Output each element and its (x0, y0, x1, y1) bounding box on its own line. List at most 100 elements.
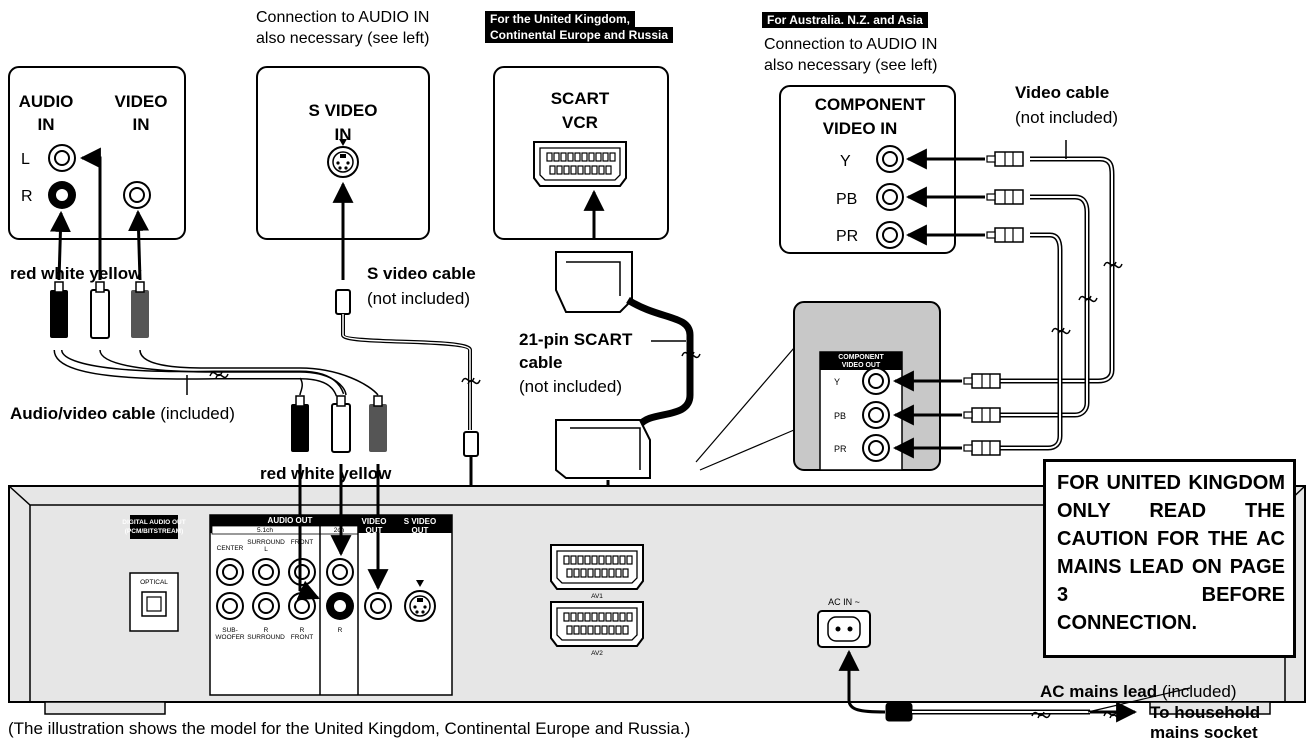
tv-component-label-2: VIDEO IN (823, 119, 898, 138)
lower-red-plug (291, 395, 309, 452)
center-label: CENTER (217, 545, 244, 552)
uk-caution-box: FOR UNITED KINGDOM ONLY READ THE CAUTION… (1043, 459, 1296, 658)
player-pr-label: PR (834, 444, 847, 454)
player-svideo-out-jack (404, 590, 436, 622)
component-video-cable (892, 140, 1115, 459)
audio-out-label: AUDIO OUT (268, 516, 313, 525)
tv-scart-label-1: SCART (551, 89, 610, 108)
component-note: Connection to AUDIO IN also necessary (s… (764, 36, 938, 74)
rwy-top-label: red white yellow (10, 264, 142, 283)
player-component-y-jack (862, 367, 890, 395)
svideo-cable-note: (not included) (367, 289, 470, 308)
tv-video-label-1: VIDEO (115, 92, 168, 111)
ac-lead-label: AC mains lead (included) (1040, 682, 1237, 701)
ch2-label: 2ch (334, 527, 345, 534)
audio-out-2ch-r-jack (326, 592, 354, 620)
scart-cable (555, 189, 694, 539)
tv-audio-l-label: L (21, 151, 30, 168)
svideo-note: Connection to AUDIO IN also necessary (s… (256, 9, 430, 47)
player-component-pr-jack (862, 434, 890, 462)
tv-svideo-label-2: IN (335, 125, 352, 144)
player-component-out-label-2: VIDEO OUT (842, 362, 881, 369)
tv-audio-in-l-jack (48, 144, 76, 172)
scart-cable-label-2: cable (519, 353, 562, 372)
aus-banner: For Australia. N.Z. and Asia (762, 12, 928, 28)
uk-banner-line2: Continental Europe and Russia (485, 27, 674, 43)
tv-scart-port (533, 141, 627, 187)
lower-white-plug (331, 395, 351, 453)
ch51-label: 5.1ch (257, 527, 273, 534)
player-component-pb-jack (862, 401, 890, 429)
audio-video-cable (53, 348, 379, 397)
svideo-out-label-2: OUT (412, 526, 429, 535)
video-cable-label: Video cable (1015, 83, 1109, 102)
surround-l-label-2: L (264, 546, 268, 553)
scart-cable-note: (not included) (519, 377, 622, 396)
surround-r-out-jack (252, 592, 280, 620)
uk-banner-line1: For the United Kingdom, (485, 11, 635, 27)
tv-video-label-2: IN (133, 115, 150, 134)
player-component-out-label-1: COMPONENT (838, 354, 884, 361)
tv-audio-r-label: R (21, 188, 33, 205)
household-label-1: To household (1150, 703, 1260, 722)
digital-out-label-2: (PCM/BITSTREAM) (125, 528, 184, 535)
tv-component-video-in-panel (779, 85, 956, 254)
ac-inlet (817, 610, 871, 648)
video-out-label-1: VIDEO (362, 517, 387, 526)
tv-component-label-1: COMPONENT (815, 95, 926, 114)
tv-audio-label-2: IN (38, 115, 55, 134)
surround-r-label-2: SURROUND (247, 634, 285, 641)
surround-l-label-1: SURROUND (247, 539, 285, 546)
r-label: R (338, 627, 343, 634)
rwy-bottom-label: red white yellow (260, 464, 392, 483)
subwoofer-out-jack (216, 592, 244, 620)
video-out-label-2: OUT (366, 526, 383, 535)
subwoofer-label-2: WOOFER (215, 634, 245, 641)
av-cable-label: Audio/video cable (included) (10, 404, 235, 423)
player-y-label: Y (834, 377, 840, 387)
tv-audio-label-1: AUDIO (19, 92, 74, 111)
upper-red-plug (50, 281, 68, 338)
ac-in-label: AC IN ~ (828, 597, 860, 607)
tv-scart-label-2: VCR (562, 113, 598, 132)
upper-white-plug (90, 281, 110, 339)
av1-label: AV1 (591, 593, 603, 600)
optical-label: OPTICAL (140, 579, 168, 586)
svideo-cable-label: S video cable (367, 264, 476, 283)
player-pb-label: PB (834, 411, 846, 421)
subwoofer-label-1: SUB- (222, 627, 238, 634)
front-r-label-1: R (300, 627, 305, 634)
front-label: FRONT (291, 539, 313, 546)
ac-mains-lead (838, 649, 1191, 723)
tv-component-pb-jack (876, 183, 904, 211)
svideo-out-label-1: S VIDEO (404, 517, 436, 526)
video-out-jack (364, 592, 392, 620)
household-label-2: mains socket (1150, 723, 1258, 742)
scart-cable-label-1: 21-pin SCART (519, 330, 633, 349)
digital-out-label-1: DIGITAL AUDIO OUT (122, 519, 185, 526)
surround-r-label-1: R (264, 627, 269, 634)
audio-out-2ch-l-jack (326, 558, 354, 586)
center-out-jack (216, 558, 244, 586)
tv-component-pr-label: PR (836, 228, 858, 245)
tv-component-y-jack (876, 145, 904, 173)
tv-component-y-label: Y (840, 153, 851, 170)
tv-component-pb-label: PB (836, 191, 857, 208)
av2-scart-port (550, 601, 644, 647)
tv-component-pr-jack (876, 221, 904, 249)
tv-audio-in-r-jack (48, 181, 76, 209)
lower-yellow-plug (369, 395, 387, 452)
av2-label: AV2 (591, 650, 603, 657)
front-r-out-jack (288, 592, 316, 620)
video-cable-note: (not included) (1015, 108, 1118, 127)
tv-svideo-in-jack (327, 146, 359, 178)
upper-yellow-plug (131, 281, 149, 338)
surround-l-out-jack (252, 558, 280, 586)
front-l-out-jack (288, 558, 316, 586)
tv-video-in-jack (123, 181, 151, 209)
front-r-label-2: FRONT (291, 634, 313, 641)
av1-scart-port (550, 544, 644, 590)
footer-note: (The illustration shows the model for th… (8, 719, 690, 738)
tv-svideo-label-1: S VIDEO (309, 101, 378, 120)
